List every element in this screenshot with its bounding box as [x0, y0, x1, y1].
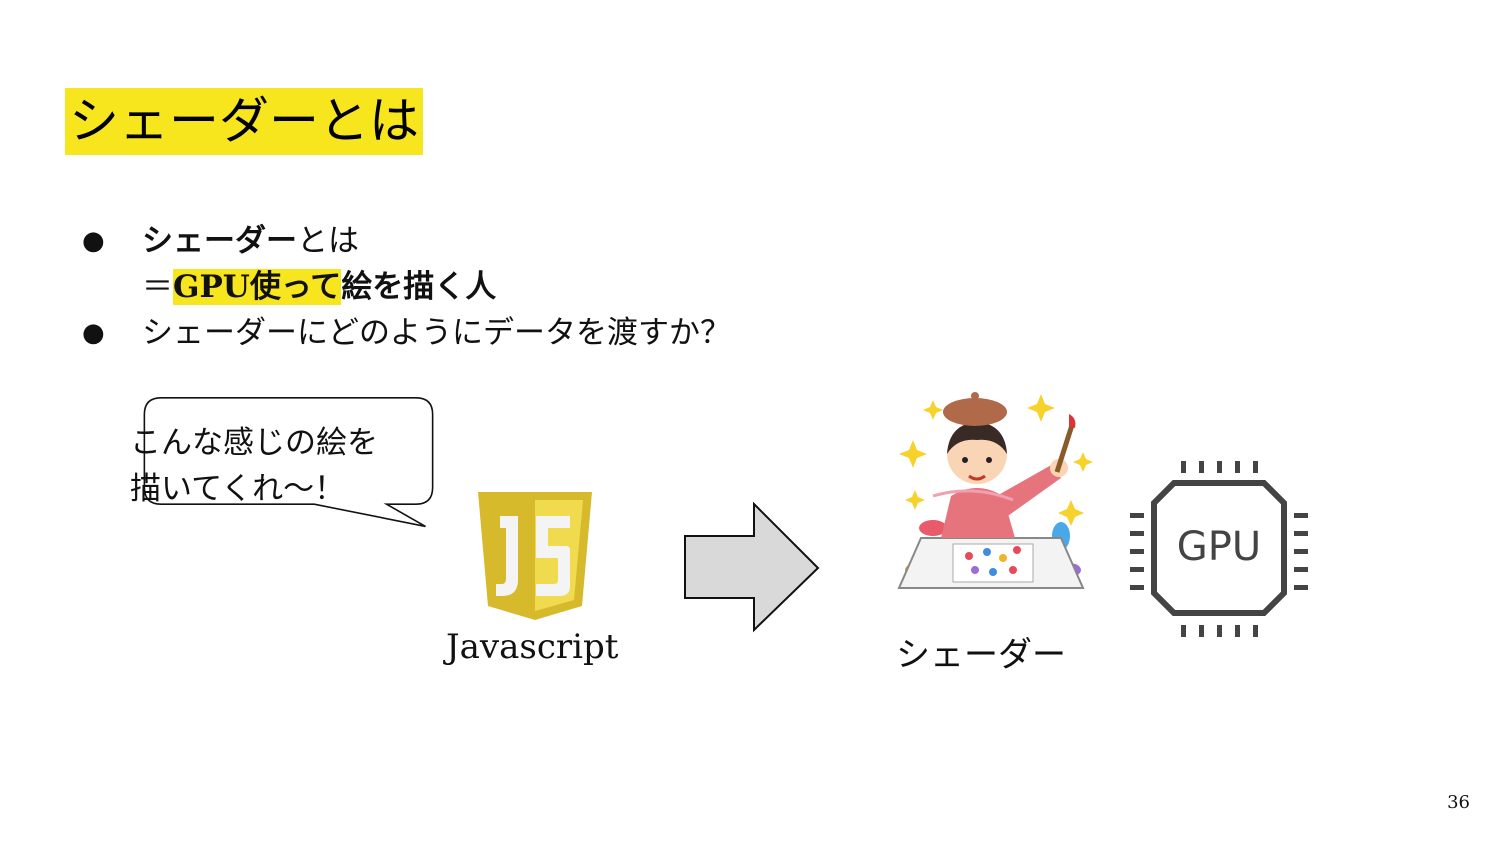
- bullet-1-line2-rest: 絵を描く人: [341, 269, 497, 305]
- slide-title: シェーダーとは: [65, 88, 423, 155]
- bullet-item-1: ● シェーダーとは ＝GPU使って絵を描く人: [80, 218, 731, 310]
- gpu-chip-text: GPU: [1176, 524, 1262, 570]
- gpu-chip-icon: [1130, 461, 1308, 637]
- speech-bubble-text: こんな感じの絵を 描いてくれ〜！: [130, 420, 378, 512]
- speech-bubble: [143, 397, 434, 528]
- bullet-1-text: とは: [297, 223, 359, 259]
- shader-label: シェーダー: [896, 635, 1066, 675]
- page-number: 36: [1447, 792, 1470, 813]
- speech-line-1: こんな感じの絵を: [130, 425, 378, 461]
- bullet-1-bold-text: シェーダー: [142, 223, 297, 259]
- javascript-logo-icon: [478, 492, 592, 620]
- speech-line-2: 描いてくれ〜！: [130, 471, 346, 507]
- bullet-dot: ●: [82, 318, 105, 348]
- bullet-dot: ●: [82, 226, 105, 256]
- bullet-list: ● シェーダーとは ＝GPU使って絵を描く人 ● シェーダーにどのようにデータを…: [80, 218, 731, 356]
- javascript-label: Javascript: [446, 627, 619, 667]
- right-arrow-icon: [684, 502, 820, 633]
- painter-illustration-icon: [897, 392, 1093, 589]
- bullet-1-highlight: GPU使って: [173, 269, 342, 305]
- bullet-1-line2-prefix: ＝: [142, 269, 173, 305]
- bullet-item-2: ● シェーダーにどのようにデータを渡すか？: [80, 310, 731, 356]
- bullet-2-text: シェーダーにどのようにデータを渡すか？: [142, 315, 731, 351]
